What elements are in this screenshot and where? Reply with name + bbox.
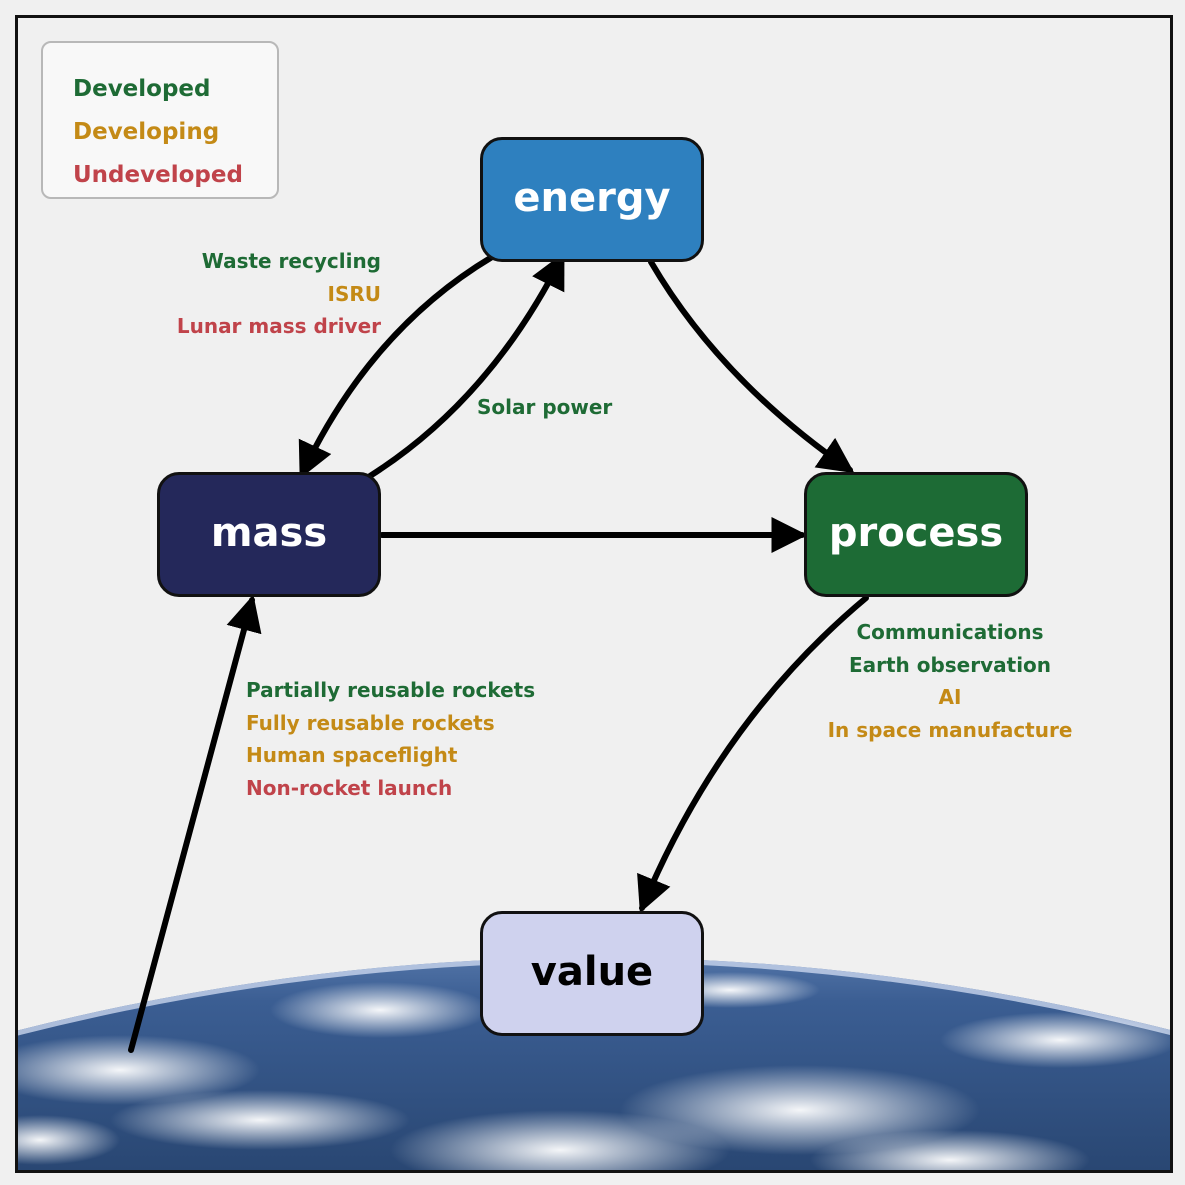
label-earth-observation: Earth observation bbox=[848, 652, 1052, 677]
arrows bbox=[128, 252, 869, 1053]
legend-developed: Developed bbox=[73, 76, 211, 102]
label-isru: ISRU bbox=[327, 281, 382, 306]
legend-developing: Developing bbox=[73, 119, 220, 145]
label-waste-recycling: Waste recycling bbox=[201, 249, 381, 273]
node-process-label: process bbox=[828, 509, 1004, 556]
node-mass-label: mass bbox=[210, 509, 328, 556]
energy-to-mass-labels: Waste recycling ISRU Lunar mass driver bbox=[177, 245, 381, 343]
node-energy: energy bbox=[480, 137, 704, 262]
arrow-earth-to-mass bbox=[128, 594, 262, 1053]
node-energy-label: energy bbox=[513, 174, 671, 221]
arrow-energy-to-mass bbox=[298, 254, 495, 479]
process-to-value-labels: Communications Earth observation AI In s… bbox=[800, 616, 1100, 746]
earth-to-mass-labels: Partially reusable rockets Fully reusabl… bbox=[246, 674, 535, 804]
arrow-mass-to-energy bbox=[367, 252, 565, 479]
label-fully-reusable-rockets: Fully reusable rockets bbox=[246, 710, 495, 735]
diagram-frame: Developed Developing Undeveloped energy … bbox=[15, 15, 1173, 1173]
label-communications: Communications bbox=[856, 620, 1044, 644]
label-non-rocket-launch: Non-rocket launch bbox=[246, 775, 453, 800]
arrow-energy-to-process bbox=[648, 259, 855, 474]
node-value-label: value bbox=[530, 948, 654, 995]
label-human-spaceflight: Human spaceflight bbox=[246, 743, 458, 767]
legend-undeveloped: Undeveloped bbox=[73, 162, 243, 188]
label-in-space-manufacture: In space manufacture bbox=[827, 717, 1073, 742]
label-solar-power: Solar power bbox=[477, 395, 613, 419]
mass-to-energy-labels: Solar power bbox=[477, 391, 612, 424]
label-lunar-mass-driver: Lunar mass driver bbox=[176, 314, 381, 338]
node-process: process bbox=[804, 472, 1028, 597]
node-value: value bbox=[480, 911, 704, 1036]
label-partially-reusable-rockets: Partially reusable rockets bbox=[246, 678, 536, 702]
node-mass: mass bbox=[157, 472, 381, 597]
arrow-process-to-value bbox=[637, 595, 869, 913]
label-ai: AI bbox=[938, 685, 962, 709]
legend: Developed Developing Undeveloped bbox=[41, 41, 279, 199]
